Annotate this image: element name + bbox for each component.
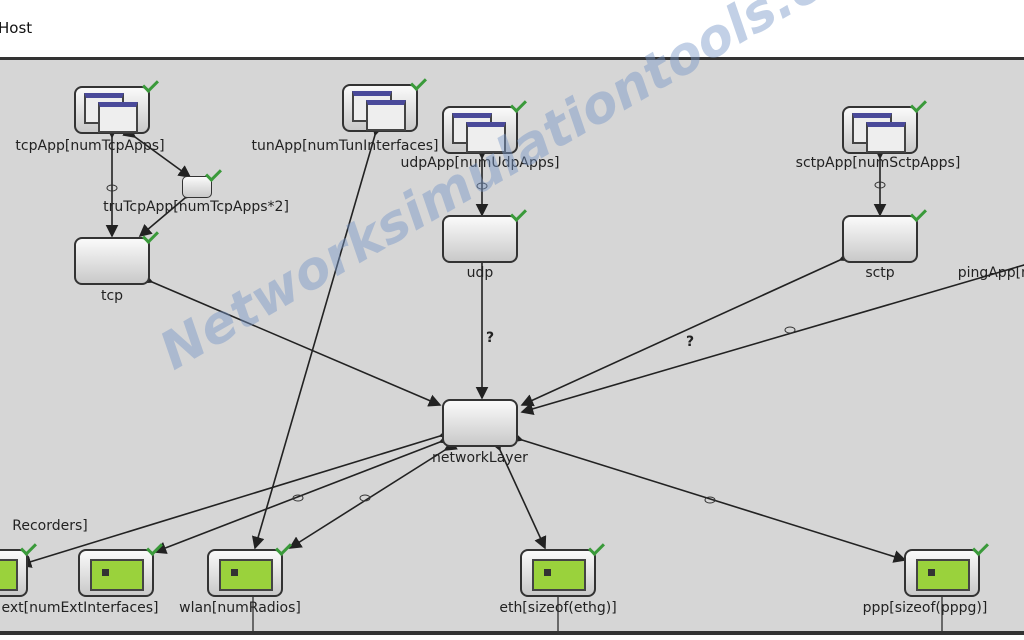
conn-nl-ext (18, 426, 453, 568)
udpapp-label: udpApp[numUdpApps] (400, 155, 560, 171)
wlan-label: wlan[numRadios] (179, 600, 301, 616)
udpapp-module[interactable] (442, 96, 527, 154)
udp-module[interactable] (442, 205, 527, 263)
tcp-label: tcp (100, 288, 124, 304)
sctpapp-label: sctpApp[numSctpApps] (795, 155, 961, 171)
trutcpapp-label: truTcpApp[numTcpApps*2] (103, 199, 289, 215)
tcpapp-module[interactable] (74, 76, 159, 134)
svg-text:?: ? (686, 334, 694, 350)
tcp-module[interactable] (74, 227, 159, 285)
recorders-label: Recorders] (12, 518, 88, 534)
network-layer-label: networkLayer (432, 450, 528, 466)
svg-text:?: ? (486, 330, 494, 346)
interface-module[interactable] (207, 539, 292, 597)
eth-label: eth[sizeof(ethg)] (499, 600, 617, 616)
connections: ? ? (18, 122, 1024, 631)
ext-label: ext[numExtInterfaces] (1, 600, 159, 616)
window-title: Host (0, 19, 33, 37)
trutcpapp-module[interactable] (182, 165, 222, 198)
tunapp-module[interactable] (342, 74, 427, 132)
sctpapp-module[interactable] (842, 96, 927, 154)
sctp-module[interactable] (842, 205, 927, 263)
eth-module[interactable] (520, 539, 605, 597)
pingapp-label: pingApp[numPingApps] (957, 265, 1024, 281)
udp-label: udp (466, 265, 494, 281)
conn-tcpapp-tru (122, 125, 192, 178)
conn-nl-ppp (509, 430, 907, 563)
conn-tru-tcp (138, 185, 198, 238)
network-canvas: ? ? tcpApp[numTcpApps] tunApp[numTunInte… (0, 57, 1024, 635)
conn-nl-wlan (153, 431, 453, 554)
ext-module[interactable] (0, 539, 37, 597)
sctp-label: sctp (865, 265, 895, 281)
network-layer-module[interactable] (442, 399, 518, 447)
conn-nl-if2 (288, 438, 458, 549)
conn-ping-nl (520, 255, 1024, 415)
wlan-module[interactable] (78, 539, 163, 597)
tunapp-label: tunApp[numTunInterfaces] (251, 138, 439, 154)
ppp-module[interactable] (904, 539, 989, 597)
title-bar: Host (0, 0, 1024, 56)
conn-tun-nl (251, 122, 385, 550)
tcpapp-label: tcpApp[numTcpApps] (15, 138, 165, 154)
ppp-label: ppp[sizeof(pppg)] (862, 600, 988, 616)
